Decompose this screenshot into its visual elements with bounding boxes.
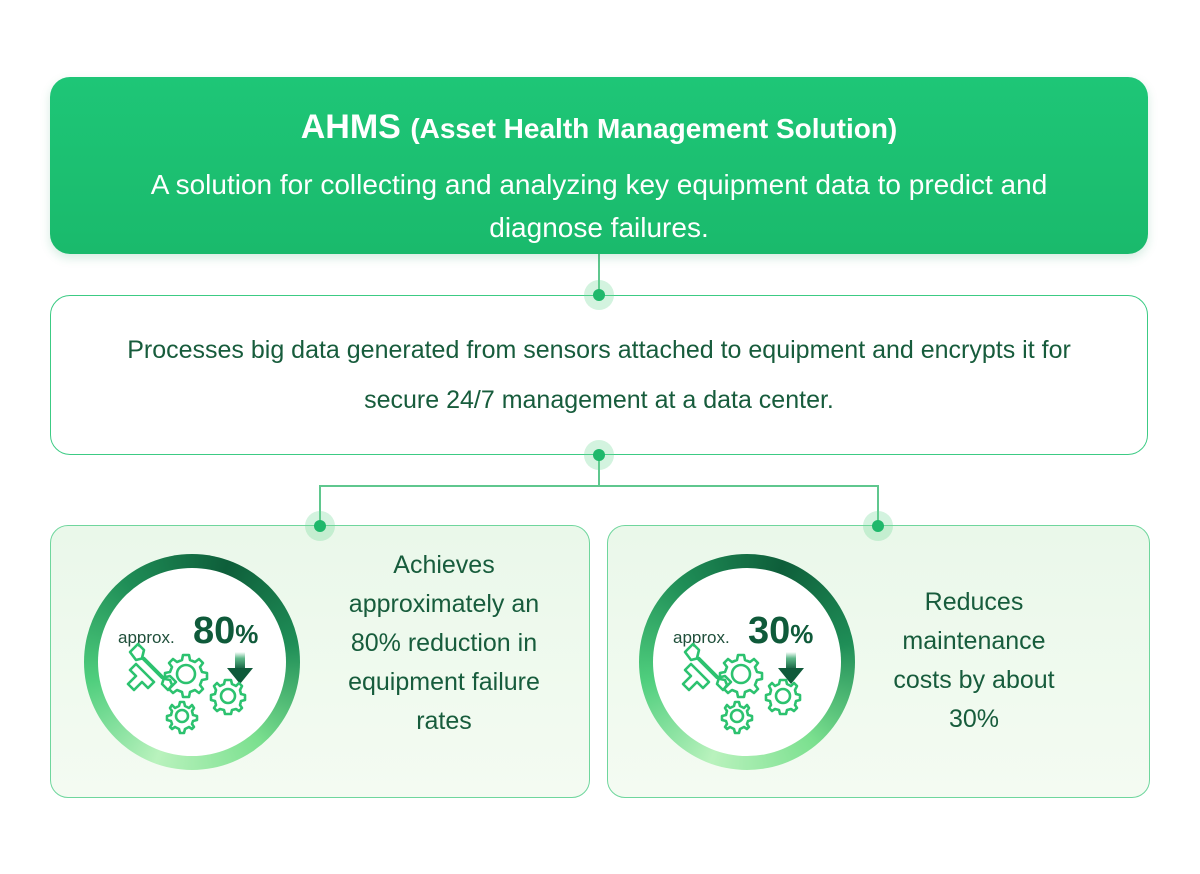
header-description: A solution for collecting and analyzing … <box>150 169 1048 243</box>
wrench-gears-icon <box>681 642 802 735</box>
connector-branch-left <box>319 485 321 526</box>
progress-ring: approx. 80% <box>84 554 300 770</box>
result-card-failure: approx. 80% <box>50 525 590 798</box>
connector-process-branch <box>598 455 600 486</box>
percent-sign: % <box>790 619 814 649</box>
percent-sign: % <box>235 619 259 649</box>
ring-inner: approx. 80% <box>98 568 286 756</box>
arrow-down-icon <box>227 652 253 684</box>
connector-dot <box>584 280 614 310</box>
connector-dot-core <box>314 520 326 532</box>
connector-dot-core <box>872 520 884 532</box>
ring-inner: approx. 30% <box>653 568 841 756</box>
header-box: AHMS (Asset Health Management Solution) … <box>50 77 1148 254</box>
connector-branch-right <box>877 485 879 526</box>
percent-number: 80 <box>193 610 236 652</box>
wrench-gears-icon <box>126 642 247 735</box>
card-description: Achieves approximately an 80% reduction … <box>348 551 540 735</box>
process-text: Processes big data generated from sensor… <box>127 336 1071 414</box>
connector-dot <box>863 511 893 541</box>
percent-number: 30 <box>748 610 791 652</box>
header-full-name: (Asset Health Management Solution) <box>410 113 898 144</box>
connector-header-process <box>598 254 600 296</box>
percent-value: 80% <box>193 610 258 653</box>
approx-label: approx. <box>673 628 730 647</box>
connector-dot-core <box>593 289 605 301</box>
result-card-cost: approx. 30% <box>607 525 1150 798</box>
percent-value: 30% <box>748 610 813 653</box>
process-box: Processes big data generated from sensor… <box>50 295 1148 455</box>
connector-dot-core <box>593 449 605 461</box>
arrow-down-icon <box>778 652 804 684</box>
header-abbr: AHMS <box>300 108 401 146</box>
connector-branch-horizontal <box>319 485 879 487</box>
header-title: AHMS (Asset Health Management Solution) <box>50 107 1148 149</box>
progress-ring: approx. 30% <box>639 554 855 770</box>
approx-label: approx. <box>118 628 175 647</box>
connector-dot <box>305 511 335 541</box>
connector-dot <box>584 440 614 470</box>
card-description: Reduces maintenance costs by about 30% <box>893 588 1055 733</box>
